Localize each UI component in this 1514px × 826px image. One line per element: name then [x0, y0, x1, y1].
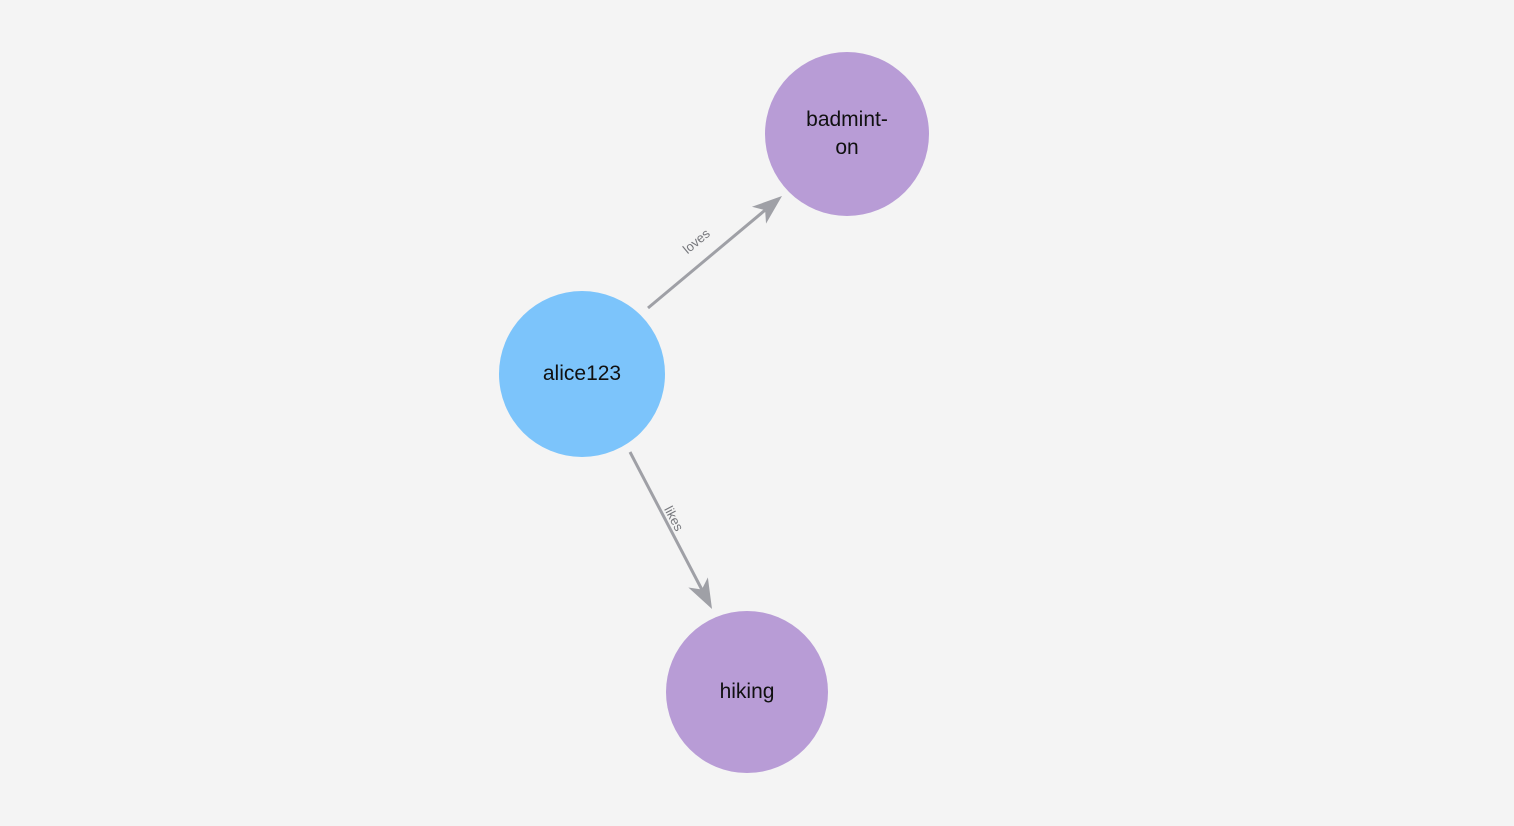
arrowhead-icon — [688, 577, 712, 609]
nodes-layer: alice123 badmint-on hiking — [499, 52, 929, 773]
graph-node-alice123[interactable]: alice123 — [499, 291, 665, 457]
node-circle-hiking[interactable] — [666, 611, 828, 773]
edge-alice123-likes-hiking[interactable]: likes — [628, 451, 712, 609]
edge-label-loves: loves — [680, 225, 713, 256]
edge-alice123-loves-badminton[interactable]: loves — [647, 196, 782, 310]
arrowhead-icon — [751, 196, 782, 224]
edge-line[interactable] — [628, 451, 704, 591]
graph-node-badminton[interactable]: badmint-on — [765, 52, 929, 216]
graph-node-hiking[interactable]: hiking — [666, 611, 828, 773]
node-circle-badminton[interactable] — [765, 52, 929, 216]
node-circle-alice123[interactable] — [499, 291, 665, 457]
edge-line[interactable] — [647, 208, 767, 310]
